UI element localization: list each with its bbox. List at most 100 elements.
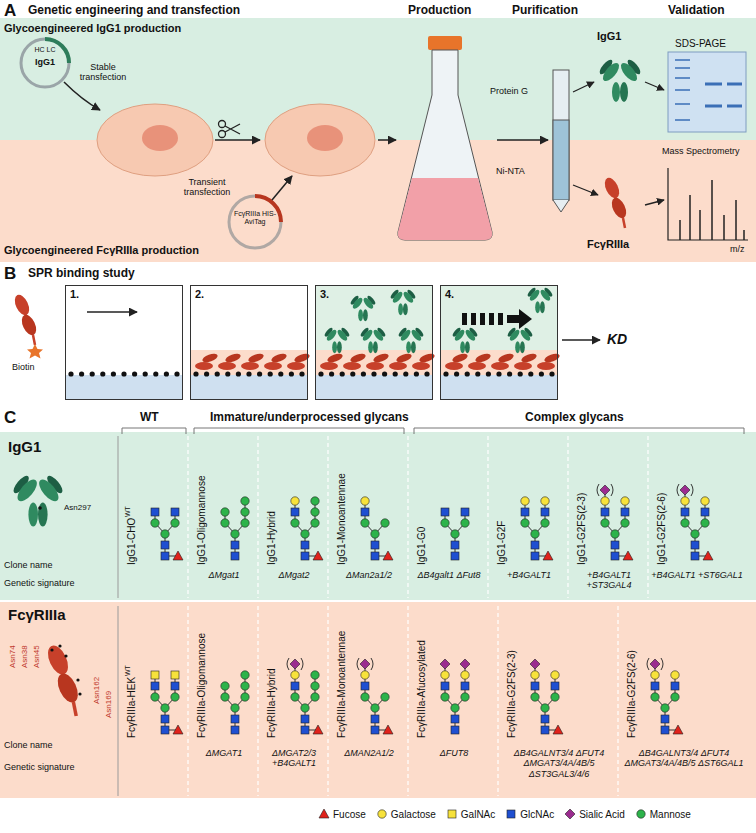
glycan-structure-part (531, 671, 539, 679)
glycan-structure-part (361, 671, 369, 679)
genetic-signature: +B4GALT1 (491, 570, 567, 580)
generated-art-part (190, 375, 308, 400)
glycan-structure-part (680, 485, 690, 495)
glycan-structure-part (241, 519, 249, 527)
generated-art-part (518, 371, 523, 376)
glycan-structure-part (451, 541, 459, 549)
legend-symbol-part (378, 810, 386, 818)
glycan-structure-part (151, 682, 159, 690)
panel-c-art-part (38, 506, 42, 510)
clone-name: IgG1-Oligomannose (196, 476, 208, 566)
panel-c-art-part (58, 644, 61, 647)
glycan-structure-part (553, 725, 563, 734)
panel-a-art-part (705, 84, 742, 106)
generated-art-part (193, 371, 198, 376)
clone-name: IgG1-Hybrid (266, 511, 278, 565)
generated-art-part (474, 352, 491, 364)
panel-a-art-part (645, 82, 664, 90)
generated-art-part (443, 371, 448, 376)
glycan-structure-part (371, 541, 379, 549)
legend-text: Fucose (333, 809, 366, 820)
glycan-structure-part (173, 725, 183, 734)
glycan-structure (291, 497, 323, 560)
generated-art-part (195, 362, 213, 370)
glycan-structure-part (671, 671, 679, 679)
glycan-structure-part (171, 671, 179, 679)
panel-a-art-part (680, 180, 744, 240)
generated-art-part (329, 371, 334, 376)
clone-name: FcγRIIIa-Hybrid (266, 669, 278, 738)
generated-art-part (320, 362, 338, 370)
glycan-structure-part (621, 519, 629, 527)
generated-art-part (225, 371, 230, 376)
generated-art-part (440, 350, 558, 375)
panel-letter: B (4, 264, 16, 284)
generated-art-part (264, 362, 282, 370)
generated-art-part (528, 371, 533, 376)
glycan-structure-part (221, 682, 229, 690)
glycan-structure-part (291, 671, 299, 679)
generated-art-part (424, 371, 429, 376)
generated-art-part (549, 371, 554, 376)
glycan-structure-part (311, 693, 319, 701)
note-label: SDS-PAGE (675, 38, 726, 50)
clone-name: IgG1-CHO (126, 518, 138, 565)
panel-c-art-part (0, 432, 756, 600)
glycan-structure-part (151, 671, 159, 679)
glycan-structure-part (651, 682, 659, 690)
generated-art-part (361, 371, 366, 376)
note-label: m/z (730, 244, 745, 254)
glycan-structure-part (173, 551, 183, 560)
glycan-structure-part (291, 508, 299, 516)
clone-name: IgG1-G2F (496, 521, 508, 565)
panel-c-art-part (50, 648, 53, 651)
glycan-structure (151, 508, 183, 560)
column-header: Production (408, 4, 471, 18)
glycan-structure-part (541, 519, 549, 527)
generated-art-part (164, 371, 169, 376)
generated-art-part (289, 371, 294, 376)
generated-art-part (350, 371, 355, 376)
legend-symbol (564, 808, 576, 820)
glycan-structure-part (161, 704, 169, 712)
generated-art-part (224, 352, 241, 364)
glycan-structure-part (151, 519, 159, 527)
glycan-structure-part (171, 693, 179, 701)
generated-art-part (567, 436, 568, 598)
generated-art-part (90, 371, 95, 376)
generated-art-part (174, 371, 179, 376)
legend-symbol (318, 808, 330, 820)
legend-item: Sialic Acid (564, 808, 625, 820)
glycan-structure-part (231, 715, 239, 723)
generated-art-part (327, 436, 328, 598)
clone-name: FcγRIIIa-G2FS(2-3) (506, 650, 518, 738)
panel-a-art-part (553, 120, 569, 200)
generated-art-part (497, 352, 514, 364)
generated-art-part (215, 371, 220, 376)
genetic-signature: ΔMGAT1 (191, 748, 257, 758)
glycan-structure-part (313, 551, 323, 560)
generated-art-part (617, 606, 618, 796)
scissors-icon-part (219, 121, 226, 128)
node-text: 2. (195, 288, 204, 301)
legend-symbol (446, 808, 458, 820)
glycan-structure-part (701, 497, 709, 505)
generated-art-part (398, 327, 425, 353)
genetic-signature: ΔMgat2 (261, 570, 327, 580)
note-label: Biotin (12, 362, 35, 372)
glycan-structure-part (531, 682, 539, 690)
generated-art-part (539, 371, 544, 376)
generated-art-part (349, 352, 366, 364)
panel-a-art-part (21, 39, 69, 87)
generated-art-part (487, 436, 488, 598)
glycan-structure-part (441, 682, 449, 690)
glycan-structure-part (531, 530, 539, 538)
production-band: Glycoengineered FcγRIIIa production (0, 140, 756, 262)
generated-art-part (507, 327, 534, 353)
generated-art-part (100, 371, 105, 376)
generated-art-part (452, 327, 479, 353)
legend-text: Galactose (391, 809, 436, 820)
generated-art-part (445, 362, 463, 370)
glycan-structure-part (541, 715, 549, 723)
glycan-structure-part (161, 530, 169, 538)
